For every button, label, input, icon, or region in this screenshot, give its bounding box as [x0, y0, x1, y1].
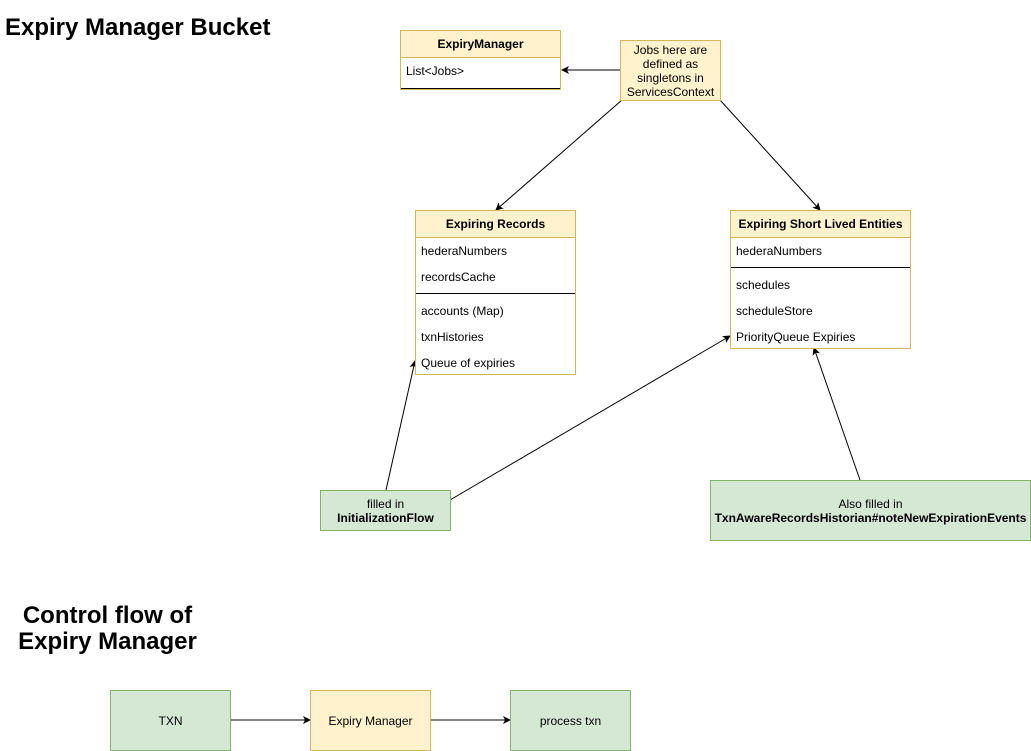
short-lived-entities-class[interactable]: Expiring Short Lived Entities hederaNumb…	[730, 210, 911, 349]
jobs-note-line: defined as	[642, 56, 699, 71]
class-divider	[416, 293, 575, 294]
control-flow-title: Control flow of Expiry Manager	[0, 603, 215, 655]
jobs-note-line: Jobs here are	[633, 42, 708, 57]
initialization-flow-line1: filled in	[366, 496, 405, 511]
initialization-flow-note[interactable]: filled in InitializationFlow	[320, 490, 451, 531]
expiry-manager-field: List<Jobs>	[406, 64, 465, 78]
expiry-manager-class-name: ExpiryManager	[401, 31, 560, 58]
expiring-records-item: Queue of expiries	[421, 356, 516, 370]
expiring-records-class-body: hederaNumbers recordsCache accounts (Map…	[416, 238, 575, 374]
expiring-records-class[interactable]: Expiring Records hederaNumbers recordsCa…	[415, 210, 576, 375]
class-divider	[401, 88, 560, 89]
edge-init-to-expiring-records	[385, 360, 418, 491]
edge-historian-to-short-lived	[812, 347, 861, 481]
expiring-records-item: accounts (Map)	[421, 304, 504, 318]
short-lived-entities-class-body: hederaNumbers schedules scheduleStore Pr…	[731, 238, 910, 348]
edge-note-to-expiring-records	[495, 99, 623, 211]
expiry-manager-class[interactable]: ExpiryManager List<Jobs>	[400, 30, 561, 90]
process-txn-box[interactable]: process txn	[510, 690, 631, 751]
short-lived-item: scheduleStore	[736, 304, 813, 318]
edge-note-to-short-lived	[719, 99, 821, 211]
control-flow-title-line1: Control flow of	[22, 602, 193, 629]
short-lived-field: hederaNumbers	[736, 244, 823, 258]
expiring-records-class-name: Expiring Records	[416, 211, 575, 238]
jobs-note[interactable]: Jobs here are defined as singletons in S…	[620, 40, 721, 101]
control-flow-title-line2: Expiry Manager	[18, 628, 197, 655]
expiry-manager-class-body: List<Jobs>	[401, 58, 560, 89]
expiring-records-field: hederaNumbers	[421, 244, 508, 258]
short-lived-item: PriorityQueue Expiries	[736, 330, 856, 344]
records-historian-line2: TxnAwareRecordsHistorian#noteNewExpirati…	[714, 510, 1027, 525]
expiring-records-field: recordsCache	[421, 270, 496, 284]
edge-init-to-short-lived	[449, 335, 731, 501]
txn-box[interactable]: TXN	[110, 690, 231, 751]
short-lived-entities-class-name: Expiring Short Lived Entities	[731, 211, 910, 238]
jobs-note-line: ServicesContext	[626, 84, 715, 99]
short-lived-item: schedules	[736, 278, 791, 292]
jobs-note-line: singletons in	[637, 70, 704, 85]
bucket-title: Expiry Manager Bucket	[5, 14, 271, 41]
expiry-manager-box[interactable]: Expiry Manager	[310, 690, 431, 751]
class-divider	[731, 267, 910, 268]
initialization-flow-line2: InitializationFlow	[337, 510, 434, 525]
records-historian-note[interactable]: Also filled in TxnAwareRecordsHistorian#…	[710, 480, 1031, 541]
records-historian-line1: Also filled in	[838, 496, 903, 511]
expiring-records-item: txnHistories	[421, 330, 484, 344]
